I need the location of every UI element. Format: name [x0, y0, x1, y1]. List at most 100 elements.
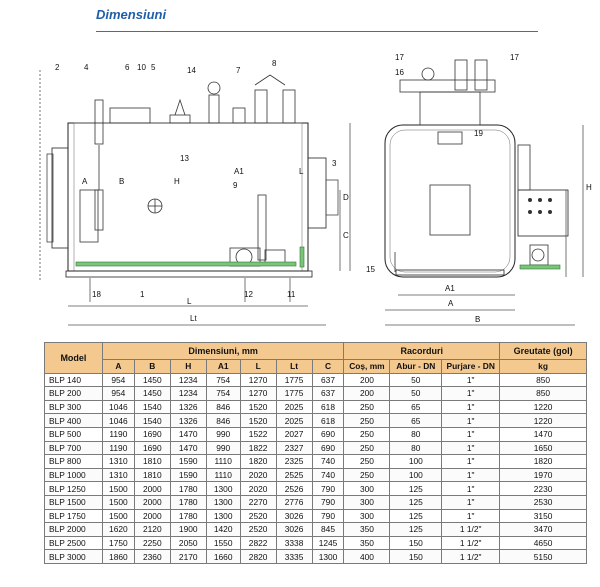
table-cell: 1690: [133, 440, 171, 456]
table-cell: 1590: [169, 467, 207, 483]
table-cell: 2020: [239, 467, 277, 483]
table-cell: 250: [343, 467, 391, 483]
page-title: Dimensiuni: [96, 7, 167, 22]
table-cell: 65: [389, 399, 443, 415]
table-cell: 2027: [275, 426, 313, 442]
table-cell: 990: [205, 440, 241, 456]
table-cell: 3470: [499, 522, 587, 537]
model-cell: BLP 1000: [44, 467, 103, 483]
dim-A-front: A: [448, 299, 454, 308]
table-cell: 754: [205, 386, 241, 401]
table-cell: 100: [389, 467, 443, 483]
table-cell: 740: [311, 467, 345, 483]
subheader-Lt: Lt: [275, 359, 313, 374]
table-cell: 2050: [169, 535, 207, 551]
table-cell: 845: [311, 522, 345, 537]
model-cell: BLP 1750: [44, 508, 103, 524]
table-cell: 690: [311, 426, 345, 442]
table-cell: 100: [389, 454, 443, 469]
model-cell: BLP 140: [44, 372, 103, 388]
table-cell: 1470: [169, 440, 207, 456]
table-cell: 618: [311, 399, 345, 415]
table-cell: 1": [441, 426, 501, 442]
table-cell: 846: [205, 399, 241, 415]
table-cell: 1 1/2": [441, 535, 501, 551]
table-cell: 2270: [239, 494, 277, 510]
subheader-H: H: [169, 359, 207, 374]
table-cell: 1775: [275, 386, 313, 401]
table-cell: 2822: [239, 535, 277, 551]
table-cell: 1": [441, 372, 501, 388]
model-cell: BLP 2500: [44, 535, 103, 551]
table-cell: 250: [343, 399, 391, 415]
table-cell: 1500: [101, 481, 135, 496]
table-cell: 2250: [133, 535, 171, 551]
table-cell: 3335: [275, 549, 313, 564]
label-front-16: 16: [395, 68, 404, 77]
header-dimensions: Dimensiuni, mm: [101, 342, 345, 360]
label-side-14: 14: [187, 66, 196, 75]
table-cell: 2520: [239, 508, 277, 524]
table-cell: 1450: [133, 386, 171, 401]
label-side-7: 7: [236, 66, 241, 75]
table-cell: 1522: [239, 426, 277, 442]
dim-H-front: H: [586, 183, 592, 192]
table-cell: 250: [343, 454, 391, 469]
table-cell: 250: [343, 413, 391, 428]
table-cell: 1310: [101, 467, 135, 483]
label-side-5: 5: [151, 63, 156, 72]
subheader-L: L: [239, 359, 277, 374]
table-cell: 3026: [275, 522, 313, 537]
label-front-17a: 17: [395, 53, 404, 62]
model-cell: BLP 800: [44, 454, 103, 469]
table-cell: 1": [441, 481, 501, 496]
table-cell: 2120: [133, 522, 171, 537]
table-cell: 990: [205, 426, 241, 442]
table-cell: 1590: [169, 454, 207, 469]
label-side-13: 13: [180, 154, 189, 163]
table-cell: 1775: [275, 372, 313, 388]
table-cell: 80: [389, 440, 443, 456]
table-cell: 300: [343, 481, 391, 496]
table-cell: 2525: [275, 467, 313, 483]
table-cell: 2325: [275, 454, 313, 469]
table-cell: 1046: [101, 413, 135, 428]
table-cell: 954: [101, 372, 135, 388]
table-cell: 1326: [169, 399, 207, 415]
label-side-18: 18: [92, 290, 101, 299]
table-cell: 1810: [133, 454, 171, 469]
model-cell: BLP 200: [44, 386, 103, 401]
table-cell: 1": [441, 386, 501, 401]
table-cell: 65: [389, 413, 443, 428]
subheader-kg: kg: [499, 359, 587, 374]
label-front-19: 19: [474, 129, 483, 138]
table-cell: 1270: [239, 386, 277, 401]
table-cell: 2000: [133, 494, 171, 510]
table-cell: 1": [441, 413, 501, 428]
table-cell: 2360: [133, 549, 171, 564]
table-cell: 1110: [205, 467, 241, 483]
table-cell: 1780: [169, 494, 207, 510]
table-cell: 50: [389, 386, 443, 401]
table-cell: 300: [343, 508, 391, 524]
table-cell: 1": [441, 467, 501, 483]
table-cell: 300: [343, 494, 391, 510]
dim-L-bottom: L: [187, 297, 192, 306]
table-cell: 150: [389, 549, 443, 564]
table-cell: 1190: [101, 426, 135, 442]
table-cell: 125: [389, 522, 443, 537]
table-cell: 850: [499, 386, 587, 401]
table-cell: 2327: [275, 440, 313, 456]
table-cell: 200: [343, 386, 391, 401]
label-side-10: 10: [137, 63, 146, 72]
table-cell: 754: [205, 372, 241, 388]
table-cell: 1220: [499, 413, 587, 428]
